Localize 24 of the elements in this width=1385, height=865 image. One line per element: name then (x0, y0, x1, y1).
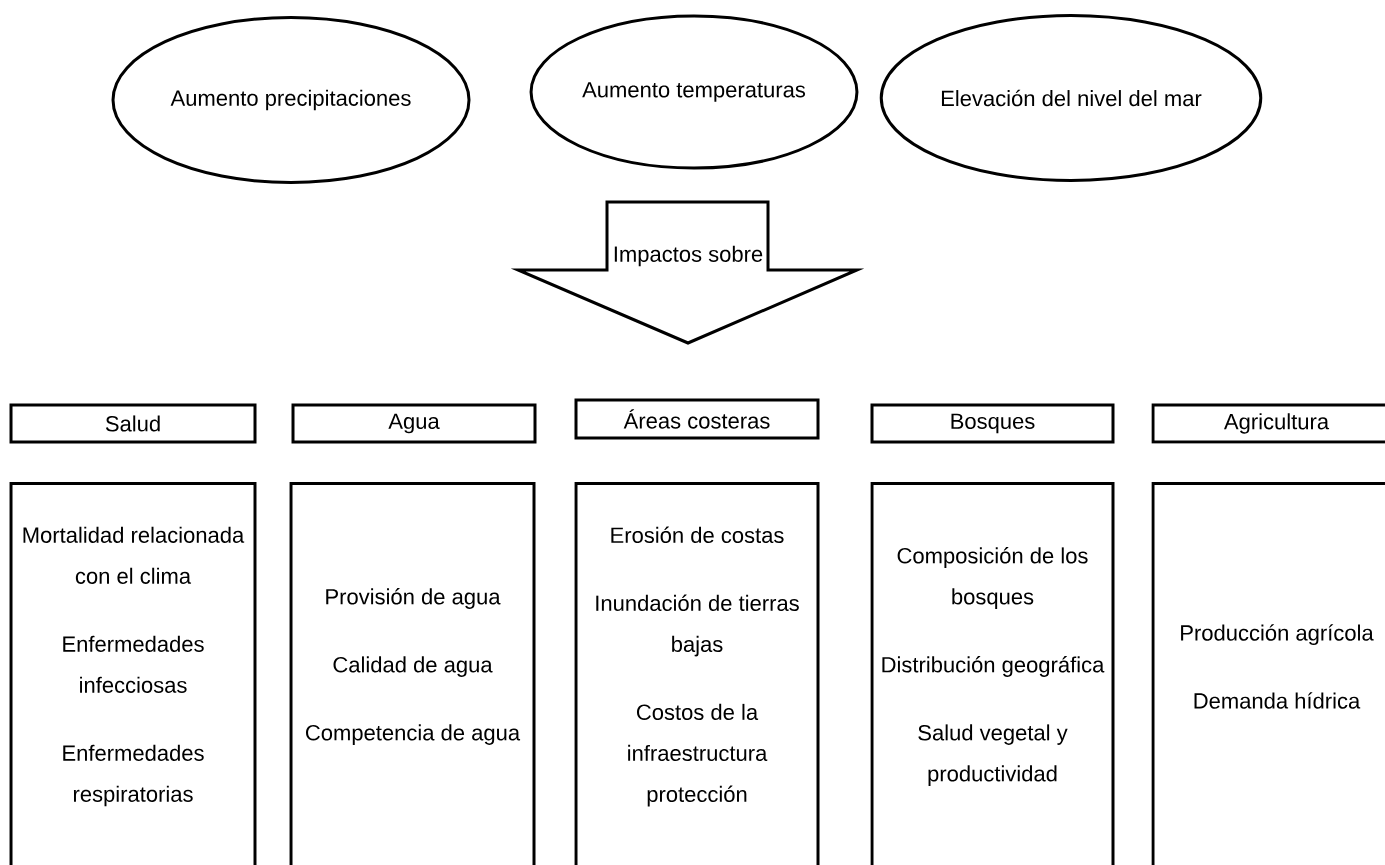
impact-text: Erosión de costas (611, 526, 784, 544)
impact-box (870, 482, 1115, 865)
impact-text: Inundación de tierras bajas (596, 594, 799, 657)
impact-text: Competencia de agua (306, 724, 521, 745)
impact-text: Salud vegetal y productividad (918, 724, 1068, 786)
impact-text: Demanda hídrica (1194, 692, 1361, 709)
impact-text: Mortalidad relacionada con el clima (23, 526, 245, 584)
sector-box: Áreas costeras (574, 398, 820, 440)
impact-box (574, 482, 820, 865)
impact-text: Costos de la infraestructura protección (628, 703, 768, 807)
impact-text: Calidad de agua (333, 656, 493, 677)
sector-box: Bosques (870, 403, 1115, 444)
impact-text: Producción agrícola (1181, 624, 1374, 646)
sector-box: Agricultura (1151, 403, 1385, 444)
sector-box: Agua (291, 403, 537, 444)
impact-text: Distribución geográfica (882, 656, 1105, 677)
impact-box (1151, 482, 1385, 865)
impact-text: Composición de los bosques (897, 547, 1088, 609)
impact-text: Enfermedades infecciosas (63, 635, 204, 693)
impact-text: Provisión de agua (326, 588, 501, 609)
impact-box (289, 482, 536, 865)
impact-box (9, 482, 257, 865)
sector-box: Salud (9, 403, 257, 444)
impact-text: Enfermedades respiratorias (63, 744, 204, 807)
